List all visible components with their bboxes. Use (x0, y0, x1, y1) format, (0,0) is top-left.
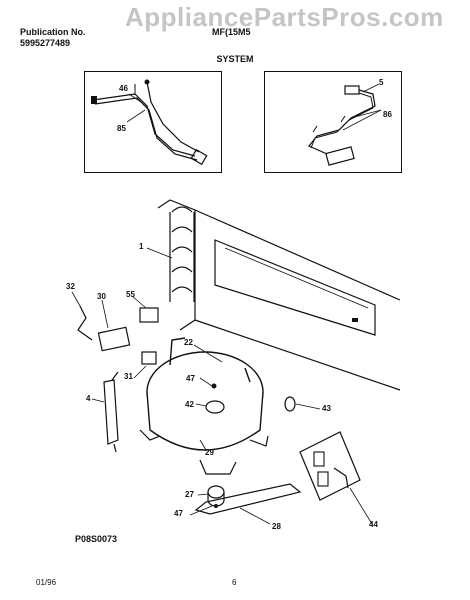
callout-55: 55 (126, 290, 135, 299)
callout-32: 32 (66, 282, 75, 291)
publication-label: Publication No. (20, 27, 86, 37)
callout-28: 28 (272, 522, 281, 531)
callout-85: 85 (117, 124, 126, 133)
callout-86: 86 (383, 110, 392, 119)
callout-44: 44 (369, 520, 378, 529)
watermark-text: AppliancePartsPros.com (125, 2, 444, 32)
callout-1: 1 (139, 242, 144, 251)
callout-27: 27 (185, 490, 194, 499)
callout-30: 30 (97, 292, 106, 301)
callout-29: 29 (205, 448, 214, 457)
callout-22: 22 (184, 338, 193, 347)
callout-47-upper: 47 (186, 374, 195, 383)
section-title: SYSTEM (216, 54, 254, 64)
callout-43: 43 (322, 404, 331, 413)
harness-drawing (91, 79, 208, 166)
callout-4: 4 (86, 394, 91, 403)
inset-wiring-harness: 46 85 (84, 71, 222, 173)
callout-5: 5 (379, 78, 384, 87)
diagram-code: P08S0073 (75, 534, 118, 544)
footer-date: 01/96 (36, 578, 57, 587)
footer-page-number: 6 (232, 578, 237, 587)
callout-31: 31 (124, 372, 133, 381)
model-number: MF(15M5 (212, 27, 251, 37)
inset-ground-wire: 5 86 (264, 71, 402, 173)
callout-46: 46 (119, 84, 128, 93)
callout-47-lower: 47 (174, 509, 183, 518)
ground-wire-drawing (308, 83, 382, 166)
publication-number: 5995277489 (20, 38, 71, 48)
callout-42: 42 (185, 400, 194, 409)
